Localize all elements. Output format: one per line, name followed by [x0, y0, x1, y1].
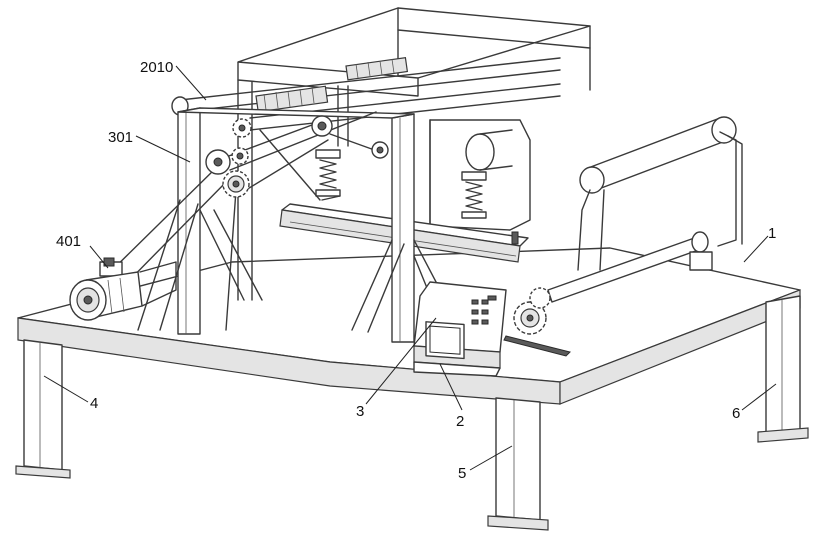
press-housing	[259, 119, 531, 231]
spring-right	[461, 171, 487, 219]
gear-upper	[232, 118, 252, 138]
label-2010: 2010	[140, 59, 173, 76]
gear-mid	[231, 147, 249, 165]
leg-back-right	[757, 295, 809, 443]
leader-lines	[43, 65, 777, 471]
ridged-roller	[255, 56, 409, 113]
spring-left	[315, 149, 341, 197]
leg-front-left	[15, 339, 71, 479]
gear-left	[222, 170, 250, 198]
leg-front-center	[487, 397, 549, 531]
label-6: 6	[732, 405, 740, 422]
label-4: 4	[90, 395, 98, 412]
label-401: 401	[56, 233, 81, 250]
control-panel	[413, 281, 507, 377]
drive-gear	[513, 287, 551, 335]
label-3: 3	[356, 403, 364, 420]
label-2: 2	[456, 413, 464, 430]
label-5: 5	[458, 465, 466, 482]
label-1: 1	[768, 225, 776, 242]
label-301: 301	[108, 129, 133, 146]
unwind-roller	[503, 116, 743, 357]
belt-drive	[99, 111, 389, 301]
